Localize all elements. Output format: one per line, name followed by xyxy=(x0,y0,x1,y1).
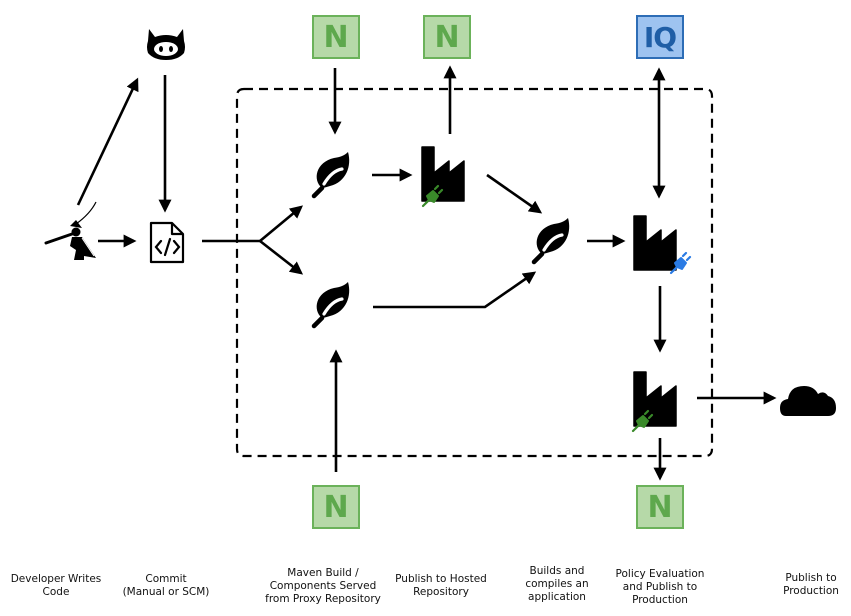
nexus-proxy-badge-bottom: N xyxy=(312,485,360,529)
factory-icon-hosted-publish xyxy=(421,146,465,202)
cloud-icon xyxy=(780,386,836,416)
factory-icon-policy xyxy=(633,215,677,271)
stage-label-policy: Policy Evaluation and Publish to Product… xyxy=(595,568,725,607)
stage-label-line: Production xyxy=(632,594,688,606)
flow-arrows xyxy=(76,65,777,481)
stage-label-production: Publish to Production xyxy=(746,572,851,598)
stage-label-line: Builds and xyxy=(529,565,585,577)
stage-label-publish-hosted: Publish to Hosted Repository xyxy=(376,573,506,599)
stage-label-developer: Developer Writes Code xyxy=(0,573,121,599)
stage-label-line: and Publish to xyxy=(622,581,698,593)
arrow-bottom-maven-to-app-build xyxy=(373,271,537,309)
stage-label-line: compiles an xyxy=(525,578,589,590)
leaf-icon-app-build xyxy=(534,218,569,262)
stage-label-line: Code xyxy=(42,586,70,598)
stage-label-line: Policy Evaluation xyxy=(615,568,705,580)
stage-label-line: Production xyxy=(783,585,839,597)
stage-label-maven-build: Maven Build / Components Served from Pro… xyxy=(258,567,388,606)
leaf-icon-maven-top xyxy=(314,152,349,196)
nexus-proxy-badge-top: N xyxy=(312,15,360,59)
nexus-hosted-badge: N xyxy=(423,15,471,59)
stage-label-line: (Manual or SCM) xyxy=(122,586,210,598)
stage-label-line: Maven Build / xyxy=(287,567,359,579)
stage-label-line: Publish to Hosted xyxy=(395,573,487,585)
stage-label-line: Repository xyxy=(413,586,469,598)
stage-label-line: Commit xyxy=(145,573,187,585)
stage-label-line: Components Served xyxy=(269,580,377,592)
stage-label-line: Developer Writes xyxy=(10,573,102,585)
stage-label-line: Publish to xyxy=(785,572,837,584)
code-file-icon xyxy=(149,221,185,264)
nexus-production-badge: N xyxy=(636,485,684,529)
stage-label-commit: Commit (Manual or SCM) xyxy=(101,573,231,599)
iq-server-badge: IQ xyxy=(636,15,684,59)
arrow-split-to-top-maven xyxy=(259,205,304,243)
stage-label-app-build: Builds and compiles an application xyxy=(492,565,622,604)
developer-icon xyxy=(44,201,97,260)
build-environment-boundary xyxy=(235,87,714,458)
leaf-icon-maven-bottom xyxy=(314,282,349,326)
arrow-developer-to-github xyxy=(76,77,139,206)
arrow-factory-to-app-build xyxy=(486,173,543,214)
stage-label-line: application xyxy=(528,591,586,603)
github-octocat-icon xyxy=(147,29,185,60)
stage-label-line: from Proxy Repository xyxy=(265,593,381,605)
arrow-split-to-bottom-maven xyxy=(259,239,304,275)
